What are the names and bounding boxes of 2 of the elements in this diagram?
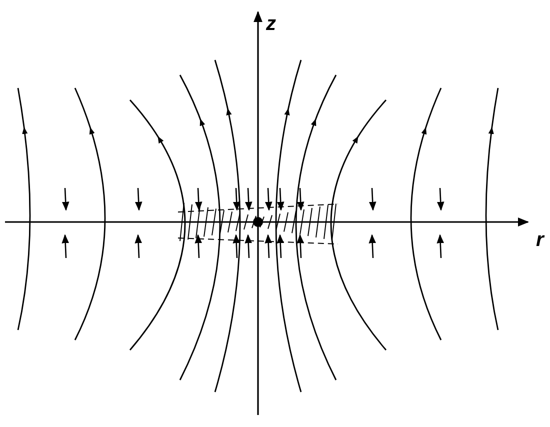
axis-label: r [536,230,544,250]
axis-label: z [266,14,276,34]
